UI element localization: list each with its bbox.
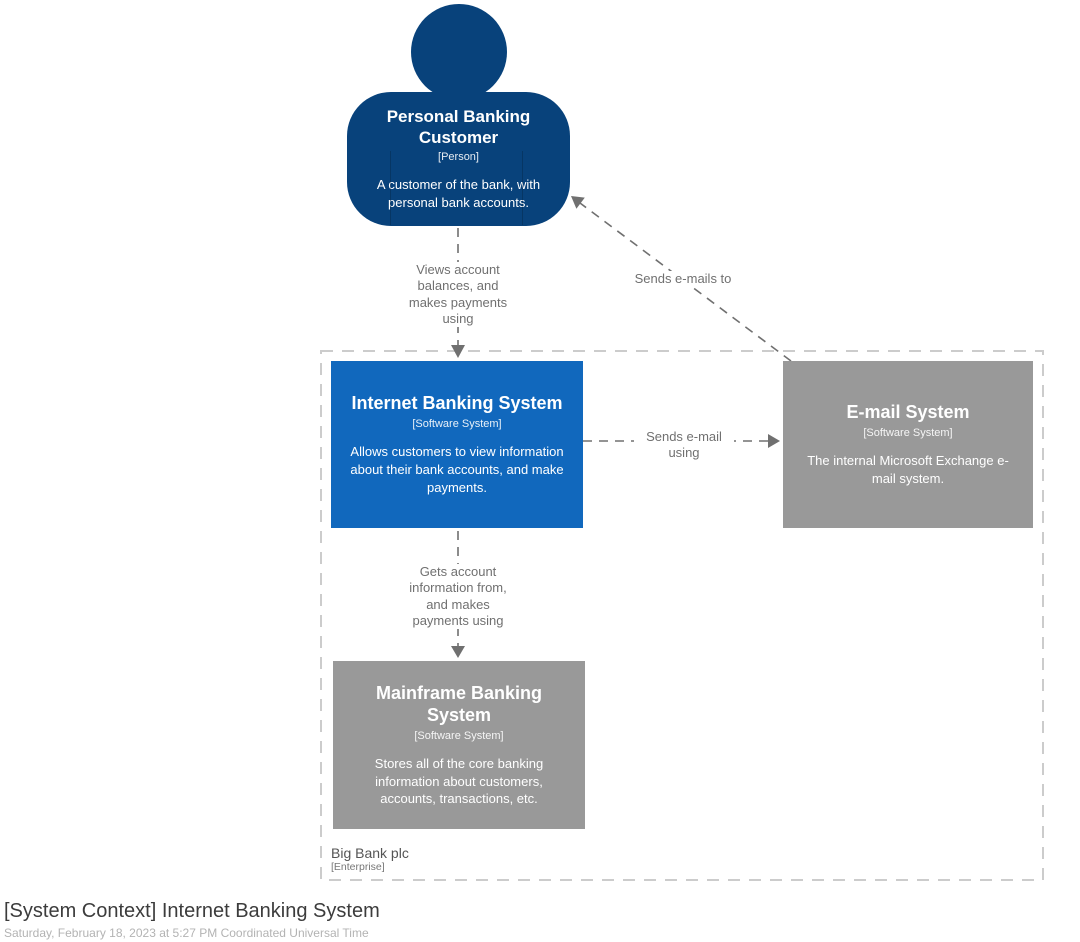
internet-banking-system-description: Allows customers to view information abo… bbox=[350, 443, 564, 495]
arrowhead-views bbox=[451, 345, 465, 358]
email-system-name: E-mail System bbox=[846, 402, 970, 423]
person-type: [Person] bbox=[438, 151, 479, 164]
arrowhead-gets-account bbox=[451, 646, 465, 658]
relationship-label-gets-account: Gets account information from, and makes… bbox=[400, 564, 516, 629]
enterprise-boundary bbox=[320, 350, 1044, 881]
email-system-description: The internal Microsoft Exchange e-mail s… bbox=[807, 452, 1009, 486]
email-system-type: [Software System] bbox=[863, 426, 953, 439]
person-arm-seam-right bbox=[522, 151, 523, 225]
person-arm-seam-left bbox=[390, 151, 391, 225]
relationship-label-sends-email-using: Sends e-mail using bbox=[634, 429, 734, 462]
mainframe-banking-system-type: [Software System] bbox=[414, 729, 504, 742]
internet-banking-system-name: Internet Banking System bbox=[351, 393, 563, 414]
person-head-icon bbox=[411, 4, 507, 100]
enterprise-boundary-label: Big Bank plc [Enterprise] bbox=[331, 845, 409, 873]
mainframe-banking-system-node: Mainframe Banking System [Software Syste… bbox=[333, 661, 585, 829]
boundary-name: Big Bank plc bbox=[331, 845, 409, 861]
internet-banking-system-type: [Software System] bbox=[412, 417, 502, 430]
internet-banking-system-node: Internet Banking System [Software System… bbox=[331, 361, 583, 528]
diagram-title: [System Context] Internet Banking System bbox=[4, 900, 380, 922]
arrowhead-sends-email-using bbox=[768, 434, 780, 448]
person-description: A customer of the bank, with personal ba… bbox=[376, 177, 541, 211]
relationship-label-views: Views account balances, and makes paymen… bbox=[398, 262, 518, 327]
title-block: [System Context] Internet Banking System… bbox=[4, 900, 380, 940]
arrowhead-sends-emails-to bbox=[571, 196, 585, 209]
mainframe-banking-system-name: Mainframe Banking System bbox=[375, 682, 543, 726]
person-name: Personal Banking Customer bbox=[386, 106, 531, 148]
boundary-type: [Enterprise] bbox=[331, 861, 385, 874]
relationship-label-sends-emails-to: Sends e-mails to bbox=[618, 271, 748, 288]
diagram-subtitle: Saturday, February 18, 2023 at 5:27 PM C… bbox=[4, 926, 369, 940]
email-system-node: E-mail System [Software System] The inte… bbox=[783, 361, 1033, 528]
mainframe-banking-system-description: Stores all of the core banking informati… bbox=[374, 755, 544, 807]
person-node: Personal Banking Customer [Person] A cus… bbox=[347, 92, 570, 226]
